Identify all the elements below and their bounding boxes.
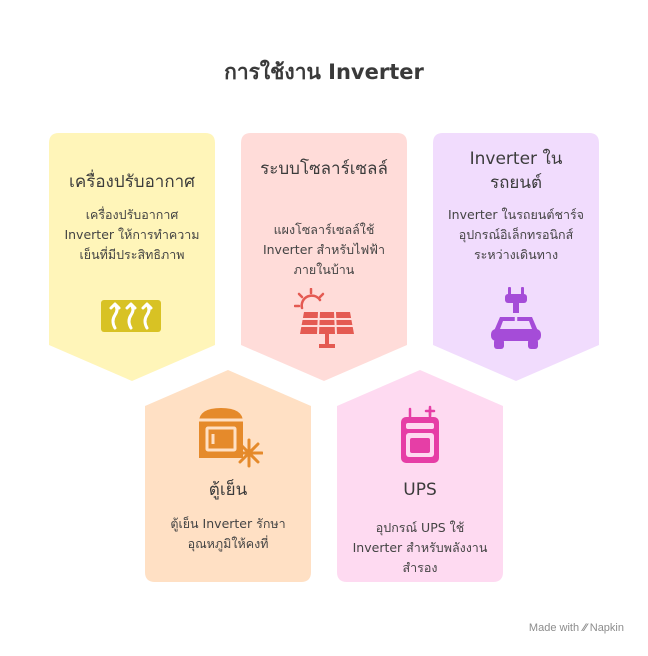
card-heading: เครื่องปรับอากาศ [69,172,195,192]
footer-made-with: Made with [528,622,580,634]
card-refrigerator: ตู้เย็น ตู้เย็น Inverter รักษาอุณหภูมิให… [145,370,311,582]
card-heading: ตู้เย็น [208,480,248,500]
card-description: Inverter ในรถยนต์ชาร์จอุปกรณ์อิเล็กทรอนิ… [448,207,584,262]
card-background [49,133,215,381]
card-solar-cells: ระบบโซลาร์เซลล์ แผงโซลาร์เซลล์ใช้ Invert… [241,133,407,381]
card-heading: ระบบโซลาร์เซลล์ [260,159,388,179]
refrigerator-icon [199,408,263,468]
footer-brand: Napkin [589,622,624,634]
card-background [337,370,503,582]
card-description: เครื่องปรับอากาศ Inverter ให้การทำความเย… [64,207,200,262]
card-heading: UPS [403,480,437,500]
card-heading: Inverter ในรถยนต์ [469,149,563,193]
card-description: แผงโซลาร์เซลล์ใช้ Inverter สำหรับไฟฟ้าภา… [262,222,386,277]
page-title: การใช้งาน Inverter [224,60,424,84]
card-ups: UPS อุปกรณ์ UPS ใช้ Inverter สำหรับพลังง… [337,370,503,582]
card-description: ตู้เย็น Inverter รักษาอุณหภูมิให้คงที่ [170,516,286,551]
card-car-inverter: Inverter ในรถยนต์ Inverter ในรถยนต์ชาร์จ… [433,133,599,381]
footer-credit: Made with⁄⁄Napkin [529,622,624,634]
card-background [145,370,311,582]
air-conditioner-icon [101,300,161,332]
car-charger-icon [491,287,541,349]
card-description: อุปกรณ์ UPS ใช้ Inverter สำหรับพลังงานสำ… [352,520,488,575]
card-background [241,133,407,381]
ups-battery-icon [401,405,439,463]
solar-panel-icon [294,288,354,348]
card-air-conditioner: เครื่องปรับอากาศ เครื่องปรับอากาศ Invert… [49,133,215,381]
napkin-logo-icon: ⁄⁄ [583,622,587,634]
card-background [433,133,599,381]
